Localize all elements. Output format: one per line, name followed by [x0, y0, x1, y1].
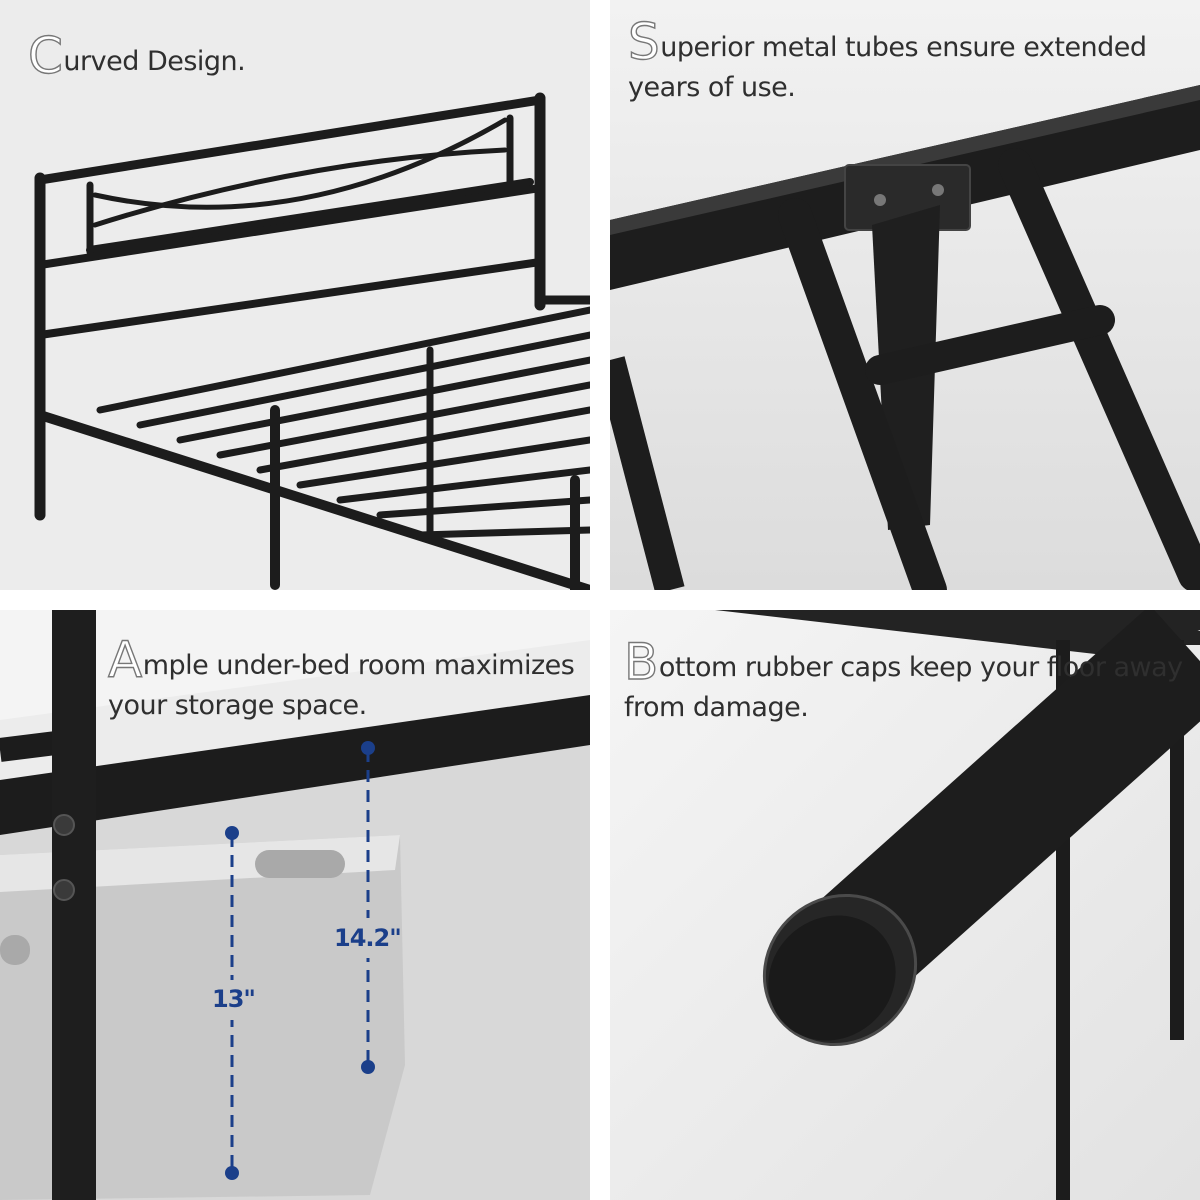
panel-under-bed-room: Ample under-bed room maximizes your stor…	[0, 610, 590, 1200]
caption-initial: A	[107, 631, 143, 689]
metal-tube-joint-illustration	[610, 0, 1200, 590]
caption-text: ottom rubber caps keep your floor away f…	[624, 652, 1183, 723]
caption-initial: S	[627, 13, 660, 71]
panel-metal-tubes: Superior metal tubes ensure extended yea…	[610, 0, 1200, 590]
panel-caption: Curved Design.	[27, 30, 568, 82]
caption-initial: C	[27, 27, 63, 85]
measurement-14-2-inch: 14.2"	[334, 924, 402, 952]
rubber-cap-illustration	[610, 610, 1200, 1200]
panel-caption: Superior metal tubes ensure extended yea…	[627, 16, 1188, 108]
caption-text: uperior metal tubes ensure extended year…	[628, 32, 1147, 103]
caption-text: urved Design.	[63, 46, 246, 77]
caption-text: mple under-bed room maximizes your stora…	[108, 650, 575, 721]
caption-initial: B	[623, 633, 659, 691]
measurement-13-inch: 13"	[212, 985, 256, 1013]
panel-caption: Ample under-bed room maximizes your stor…	[107, 634, 578, 726]
under-bed-storage-illustration	[0, 610, 590, 1200]
panel-caption: Bottom rubber caps keep your floor away …	[623, 636, 1184, 728]
panel-curved-design: Curved Design.	[0, 0, 590, 590]
panel-rubber-caps: Bottom rubber caps keep your floor away …	[610, 610, 1200, 1200]
bed-headboard-illustration	[0, 0, 590, 590]
